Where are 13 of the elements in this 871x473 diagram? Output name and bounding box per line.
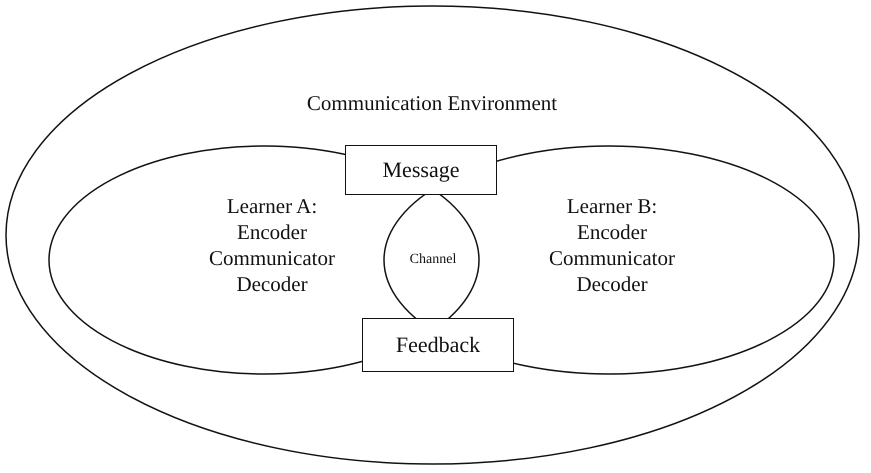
message-box: Message xyxy=(345,145,497,195)
ellipse-title: Learner B: xyxy=(566,193,658,219)
channel-label: Channel xyxy=(410,252,456,268)
role-text: Encoder xyxy=(577,219,647,245)
role-text: Communicator xyxy=(209,245,335,271)
ellipse-title: Communication Environment xyxy=(306,90,558,116)
role-text: Encoder xyxy=(237,219,307,245)
feedback-box: Feedback xyxy=(362,318,514,372)
environment-ellipse xyxy=(5,5,860,465)
role-text: Communicator xyxy=(549,245,675,271)
role-text: Decoder xyxy=(576,271,648,297)
role-text: Decoder xyxy=(236,271,308,297)
ellipse-title: Learner A: xyxy=(226,193,318,219)
